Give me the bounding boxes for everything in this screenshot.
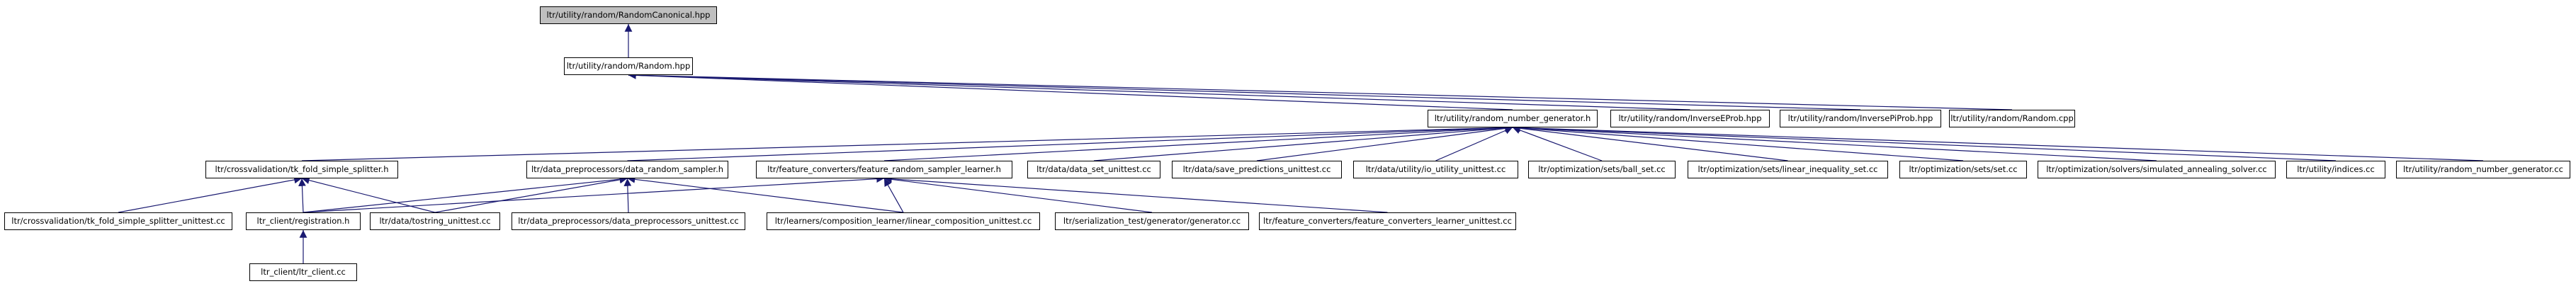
edge-n19-to-n7 xyxy=(303,175,628,213)
node-random-hpp[interactable]: ltr/utility/random/Random.hpp xyxy=(564,57,693,75)
node-linear-inequality-set-cc[interactable]: ltr/optimization/sets/linear_inequality_… xyxy=(1688,161,1888,178)
node-save-predictions-unittest-cc[interactable]: ltr/data/save_predictions_unittest.cc xyxy=(1172,161,1342,178)
node-random-canonical-hpp: ltr/utility/random/RandomCanonical.hpp xyxy=(540,6,717,24)
edge-n4-to-n1 xyxy=(628,71,1861,110)
edge-n14-to-n2 xyxy=(1512,124,1964,161)
edge-n5-to-n1 xyxy=(628,71,2013,110)
edge-n24-to-n8 xyxy=(883,175,1388,213)
edge-n17-to-n2 xyxy=(1512,123,2484,161)
edge-n6-to-n2 xyxy=(301,123,1513,161)
node-tk-fold-simple-splitter-unittest-cc[interactable]: ltr/crossvalidation/tk_fold_simple_split… xyxy=(4,212,232,230)
edge-n8-to-n2 xyxy=(883,124,1513,161)
node-feature-random-sampler-learner-h[interactable]: ltr/feature_converters/feature_random_sa… xyxy=(756,161,1012,178)
edge-n19-to-n6 xyxy=(298,178,306,213)
node-io-utility-unittest-cc[interactable]: ltr/data/utility/io_utility_unittest.cc xyxy=(1353,161,1518,178)
node-ball-set-cc[interactable]: ltr/optimization/sets/ball_set.cc xyxy=(1528,161,1676,178)
node-data-random-sampler-h[interactable]: ltr/data_preprocessors/data_random_sampl… xyxy=(526,161,728,178)
node-random-number-generator-h[interactable]: ltr/utility/random_number_generator.h xyxy=(1428,110,1598,127)
node-simulated-annealing-solver-cc[interactable]: ltr/optimization/solvers/simulated_annea… xyxy=(2038,161,2276,178)
node-random-cpp[interactable]: ltr/utility/random/Random.cpp xyxy=(1949,110,2075,127)
node-data-set-unittest-cc[interactable]: ltr/data/data_set_unittest.cc xyxy=(1027,161,1160,178)
edge-n20-to-n6 xyxy=(301,176,436,213)
edge-n22-to-n7 xyxy=(627,175,904,213)
edge-n23-to-n8 xyxy=(883,176,1153,213)
node-linear-composition-unittest-cc[interactable]: ltr/learners/composition_learner/linear_… xyxy=(767,212,1040,230)
node-tk-fold-simple-splitter-h[interactable]: ltr/crossvalidation/tk_fold_simple_split… xyxy=(205,161,398,178)
edge-n15-to-n2 xyxy=(1512,124,2157,161)
node-random-number-generator-cc[interactable]: ltr/utility/random_number_generator.cc xyxy=(2396,161,2570,178)
edge-n20-to-n7 xyxy=(434,176,628,213)
edge-n3-to-n1 xyxy=(628,71,1690,110)
edge-n10-to-n2 xyxy=(1256,125,1513,161)
edge-n11-to-n2 xyxy=(1435,127,1513,161)
edge-n12-to-n2 xyxy=(1512,126,1603,161)
node-registration-h[interactable]: ltr_client/registration.h xyxy=(246,212,361,230)
edge-n22-to-n8 xyxy=(883,178,904,213)
edge-n2-to-n1 xyxy=(628,72,1513,110)
edge-n21-to-n7 xyxy=(623,178,632,213)
edge-n7-to-n2 xyxy=(627,124,1513,161)
node-generator-cc[interactable]: ltr/serialization_test/generator/generat… xyxy=(1055,212,1249,230)
node-inverse-e-prob-hpp[interactable]: ltr/utility/random/InverseEProb.hpp xyxy=(1610,110,1770,127)
edge-n18-to-n6 xyxy=(118,176,303,213)
edge-n16-to-n2 xyxy=(1512,124,2337,161)
node-inverse-pi-prob-hpp[interactable]: ltr/utility/random/InversePiProb.hpp xyxy=(1780,110,1941,127)
node-set-cc[interactable]: ltr/optimization/sets/set.cc xyxy=(1899,161,2027,178)
edge-n19-to-n8 xyxy=(303,175,885,213)
edge-n9-to-n2 xyxy=(1093,124,1513,161)
node-tostring-unittest-cc[interactable]: ltr/data/tostring_unittest.cc xyxy=(370,212,500,230)
node-ltr-client-cc[interactable]: ltr_client/ltr_client.cc xyxy=(249,263,357,281)
node-feature-converters-learner-unittest-cc[interactable]: ltr/feature_converters/feature_converter… xyxy=(1259,212,1516,230)
edge-n13-to-n2 xyxy=(1512,124,1788,161)
node-data-preprocessors-unittest-cc[interactable]: ltr/data_preprocessors/data_preprocessor… xyxy=(512,212,745,230)
node-indices-cc[interactable]: ltr/utility/indices.cc xyxy=(2286,161,2385,178)
